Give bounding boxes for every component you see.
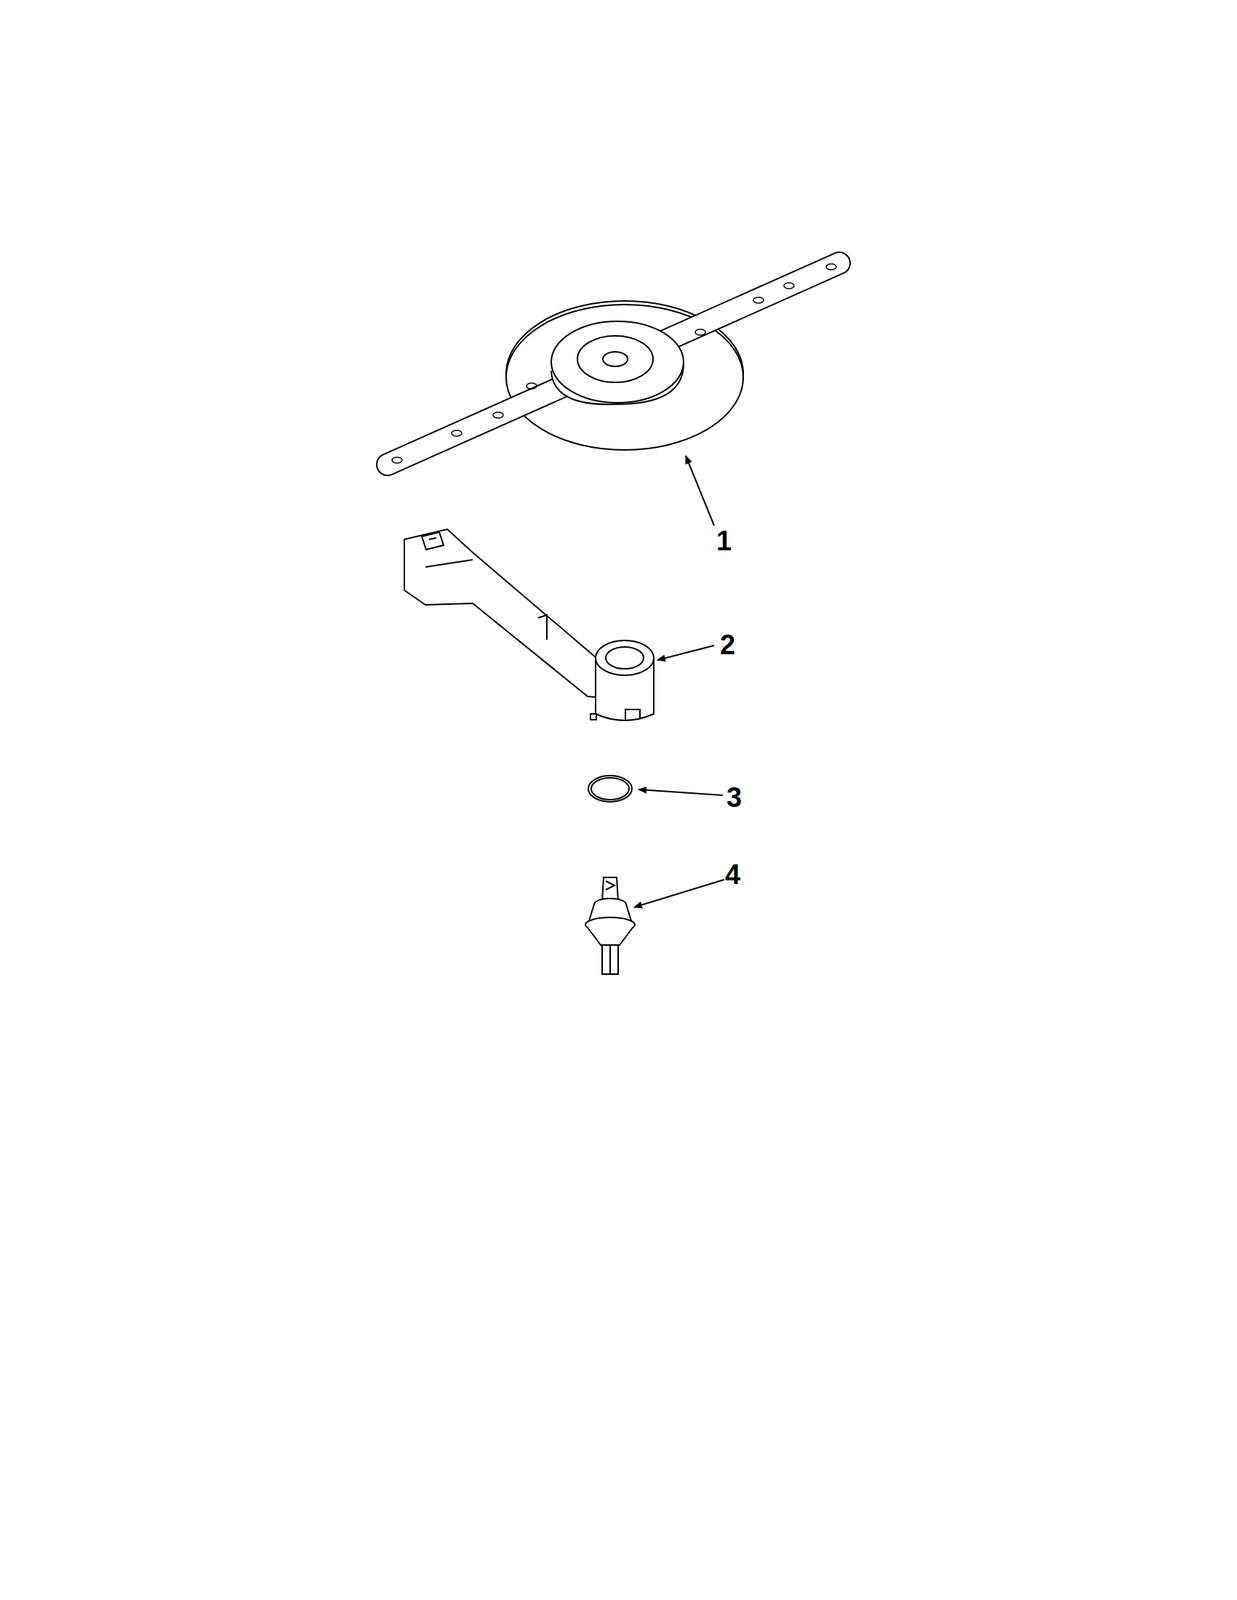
spray-arm — [387, 263, 840, 465]
leader-line — [634, 879, 725, 908]
leader-line — [657, 645, 715, 661]
callout-number: 3 — [726, 783, 742, 812]
leader-line — [685, 455, 715, 526]
callout-number: 2 — [719, 631, 736, 659]
arm-bearing — [585, 877, 635, 975]
spray-manifold — [404, 529, 654, 721]
leader-line — [638, 789, 723, 796]
seal-ring — [588, 775, 632, 803]
callout-number: 1 — [716, 527, 732, 555]
callout-number: 4 — [725, 861, 741, 889]
